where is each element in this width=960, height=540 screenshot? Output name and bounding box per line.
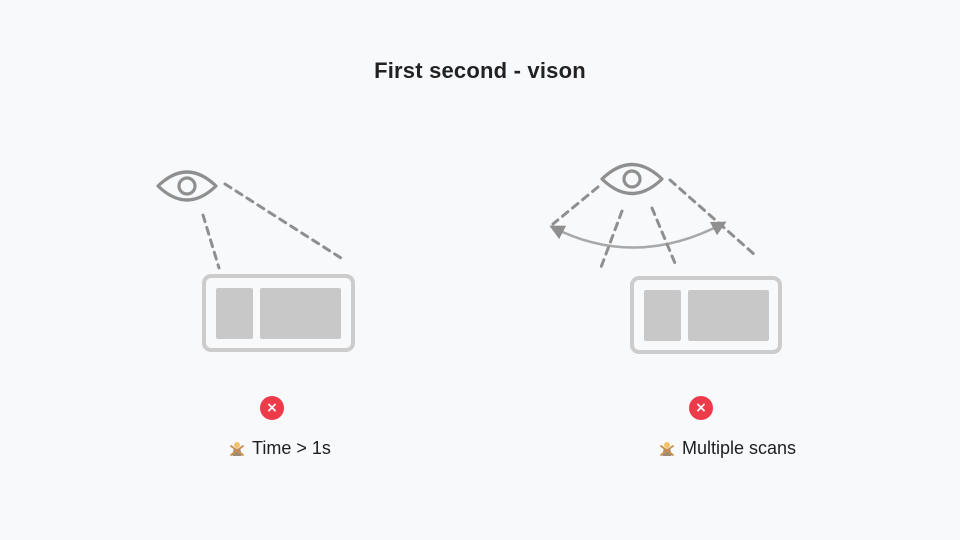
right-card-large-block	[688, 290, 769, 341]
left-card-large-block	[260, 288, 341, 339]
left-ui-card	[202, 274, 355, 352]
right-eye-icon	[600, 163, 664, 195]
right-sight-line-inner-right	[650, 206, 679, 270]
right-caption: Multiple scans	[659, 438, 796, 459]
right-sight-line-inner-left	[598, 209, 624, 272]
left-sight-line-near	[201, 213, 221, 270]
page-title: First second - vison	[374, 58, 586, 83]
left-caption-text: Time > 1s	[252, 438, 331, 458]
right-error-icon: ×	[689, 396, 713, 420]
left-card-small-block	[216, 288, 253, 339]
right-ui-card	[630, 276, 782, 354]
person-gesturing-no-icon	[229, 441, 245, 457]
right-sight-line-outer-left	[551, 185, 600, 226]
right-caption-text: Multiple scans	[682, 438, 797, 458]
right-card-small-block	[644, 290, 681, 341]
left-sight-line-far	[223, 182, 343, 260]
left-eye-icon	[156, 170, 218, 202]
right-sight-line-outer-right	[668, 178, 757, 257]
scan-arc-arrow	[549, 221, 727, 249]
person-gesturing-no-icon	[659, 441, 675, 457]
left-error-icon: ×	[260, 396, 284, 420]
left-caption: Time > 1s	[229, 438, 331, 459]
